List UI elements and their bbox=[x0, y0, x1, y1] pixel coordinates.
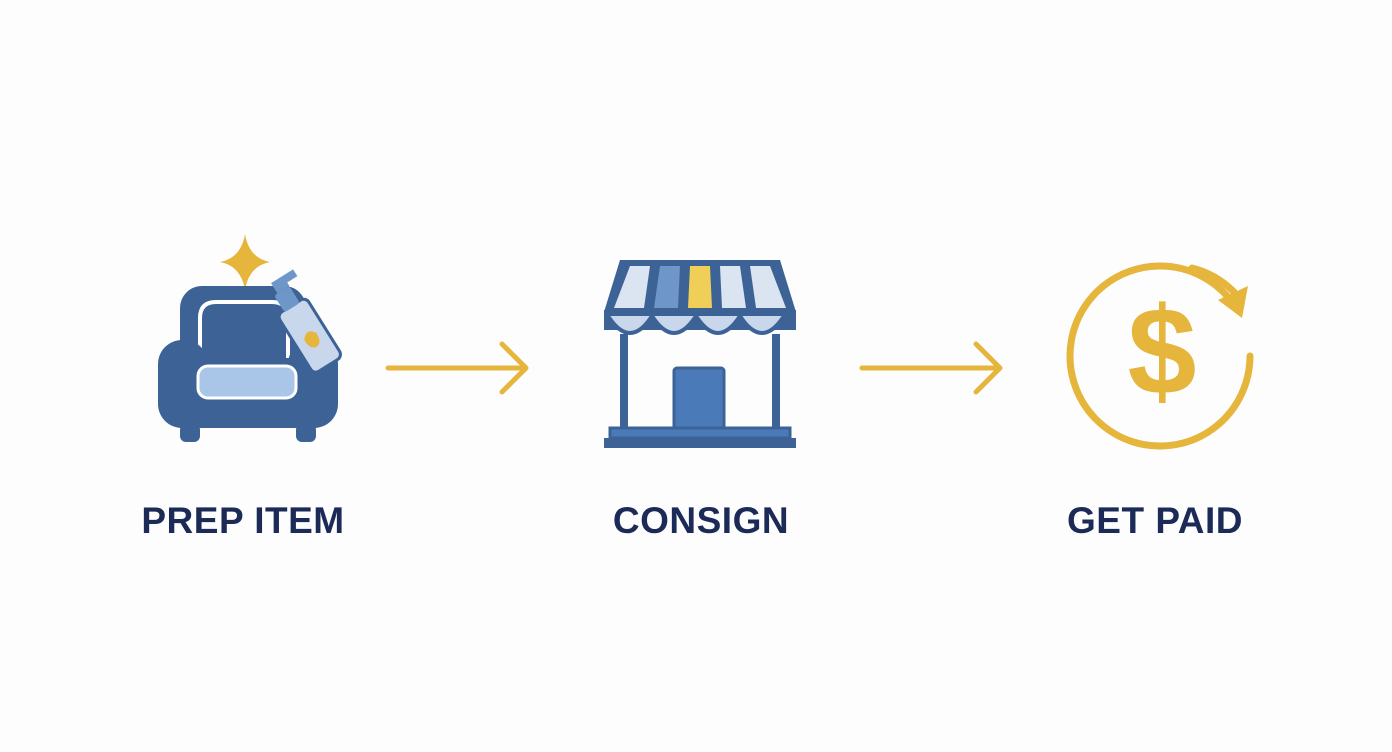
storefront-icon bbox=[604, 260, 796, 448]
armchair-cleaning-icon bbox=[158, 234, 342, 442]
step-label-consign: CONSIGN bbox=[612, 500, 790, 541]
arrow-right-icon bbox=[385, 341, 529, 395]
step-label-get-paid: GET PAID bbox=[1067, 500, 1243, 541]
dollar-cycle-icon: $ bbox=[1066, 262, 1254, 450]
arrow-right-icon bbox=[859, 341, 1003, 395]
sparkle-icon bbox=[220, 234, 270, 290]
dollar-sign-icon: $ bbox=[1128, 283, 1197, 421]
step-label-prep-item: PREP ITEM bbox=[141, 500, 345, 541]
